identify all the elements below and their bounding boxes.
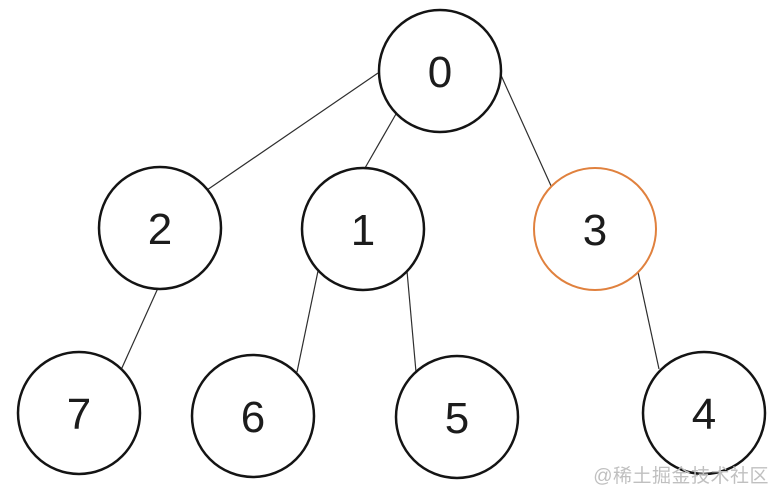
tree-node-1: 1 <box>300 166 426 292</box>
node-label: 5 <box>445 394 469 443</box>
tree-edge-2-7 <box>120 287 159 371</box>
tree-node-3: 3 <box>533 167 657 291</box>
tree-node-5: 5 <box>394 354 520 480</box>
node-circle <box>377 8 503 134</box>
node-label: 2 <box>148 205 172 254</box>
tree-edge-0-3 <box>499 72 553 189</box>
node-circle-highlighted <box>533 167 657 291</box>
tree-edge-1-5 <box>406 270 417 373</box>
node-circle <box>97 165 223 291</box>
tree-edge-3-4 <box>637 271 660 370</box>
tree-edge-1-6 <box>296 270 319 373</box>
node-label: 4 <box>692 390 716 439</box>
tree-node-2: 2 <box>97 165 223 291</box>
node-circle <box>190 353 316 479</box>
node-label: 6 <box>241 393 265 442</box>
node-label: 3 <box>583 206 607 255</box>
watermark: @稀土掘金技术社区 <box>593 466 769 487</box>
tree-node-4: 4 <box>641 350 767 476</box>
tree-node-0: 0 <box>377 8 503 134</box>
node-label: 0 <box>428 48 452 97</box>
node-circle <box>641 350 767 476</box>
tree-edge-0-1 <box>364 113 397 169</box>
tree-node-7: 7 <box>16 350 142 476</box>
node-circle <box>300 166 426 292</box>
node-circle <box>394 354 520 480</box>
node-circle <box>16 350 142 476</box>
node-label: 7 <box>67 390 91 439</box>
tree-edge-0-2 <box>206 72 379 191</box>
tree-node-6: 6 <box>190 353 316 479</box>
node-label: 1 <box>351 206 375 255</box>
